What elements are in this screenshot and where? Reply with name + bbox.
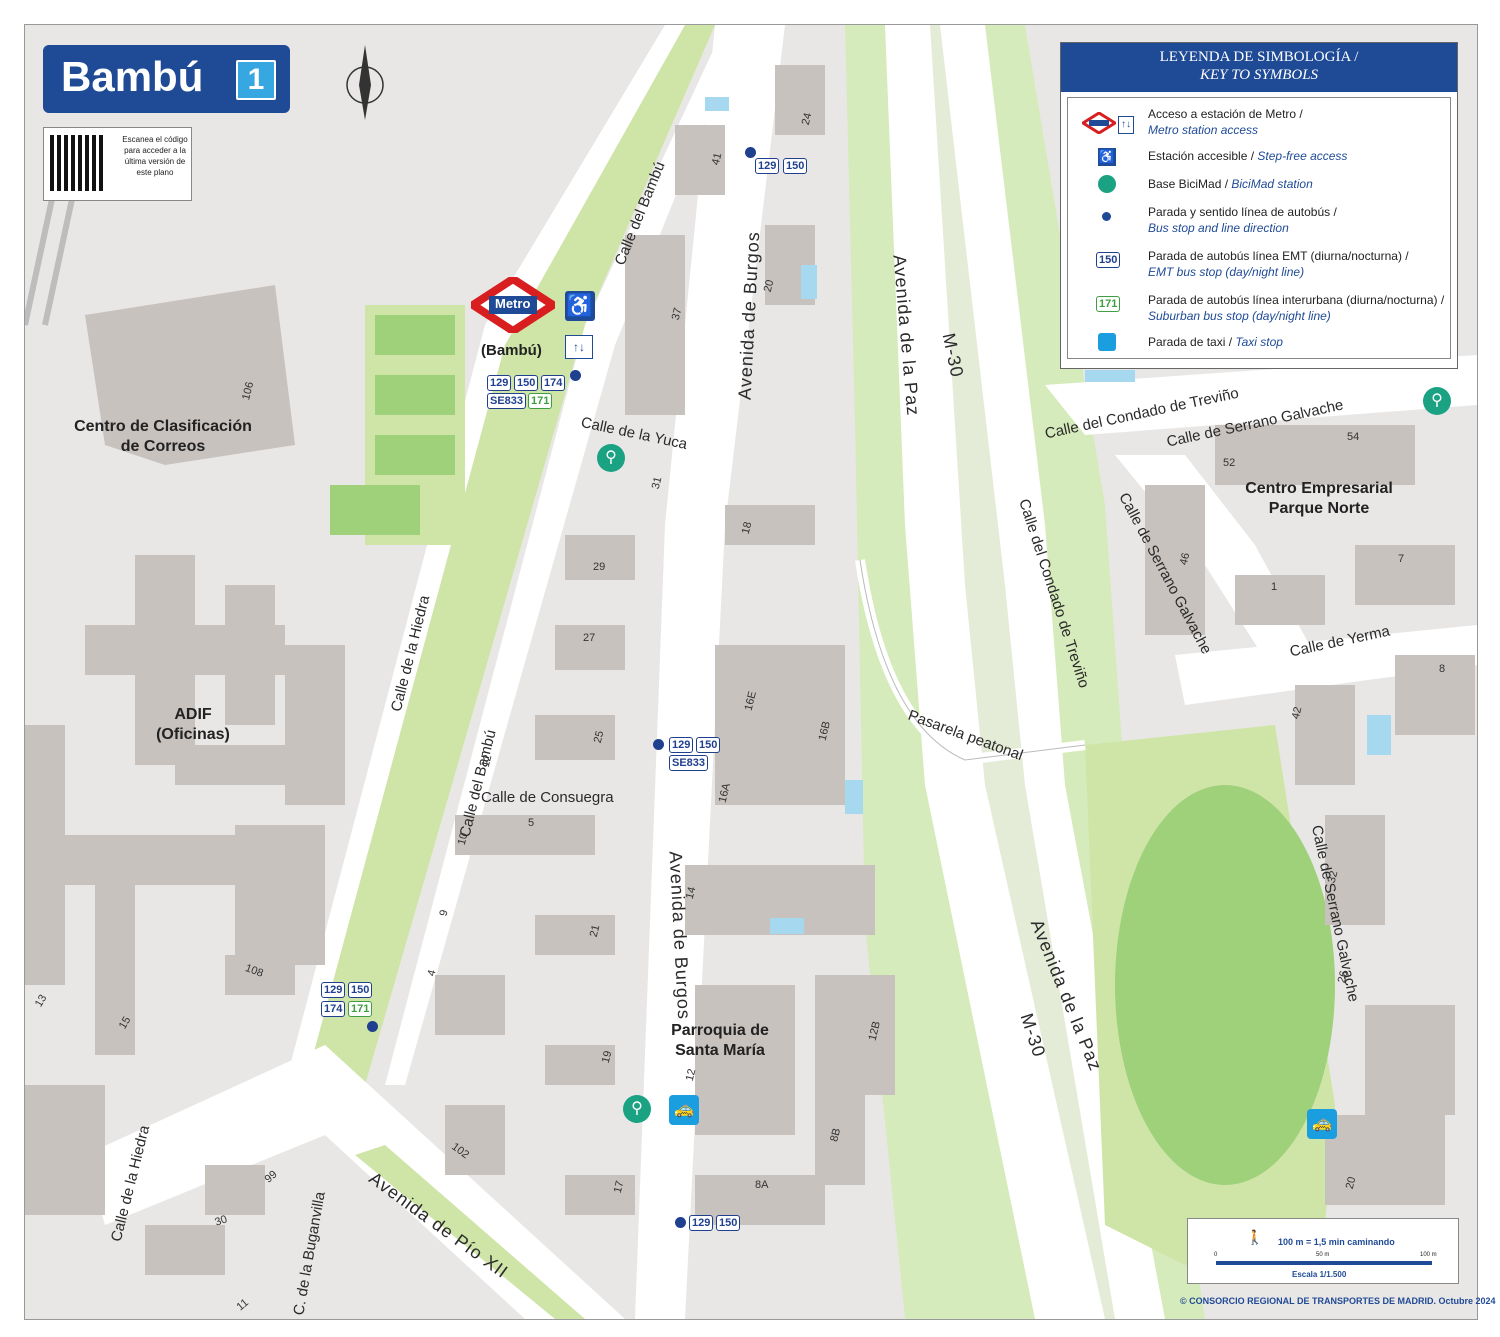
legend-en: Step-free access — [1257, 149, 1348, 163]
bus-stop-c-dot[interactable] — [653, 739, 664, 750]
metro-access-icon — [1082, 112, 1116, 134]
bambu-green-strip — [285, 25, 715, 1085]
legend-header: LEYENDA DE SIMBOLOGÍA / KEY TO SYMBOLS — [1061, 43, 1457, 92]
bldg-num: 5 — [528, 817, 535, 829]
scale-bar — [1216, 1261, 1432, 1265]
scale-box: 🚶 100 m = 1,5 min caminando 0 50 m 100 m… — [1187, 1218, 1459, 1284]
legend-es: Parada de autobús línea interurbana (diu… — [1148, 293, 1445, 307]
bus-stop-direction-icon — [1102, 212, 1111, 221]
map-base — [25, 25, 1477, 1319]
bus-stop-b-174[interactable]: 174 — [541, 375, 566, 391]
legend-es: Acceso a estación de Metro / — [1148, 107, 1303, 121]
legend-en: Bus stop and line direction — [1148, 221, 1289, 235]
bldg-num: 8 — [1439, 663, 1446, 675]
access-arrows-icon: ↑↓ — [1118, 116, 1134, 134]
place-correos: Centro de Clasificación de Correos — [74, 418, 252, 455]
qr-code-box[interactable]: Escanea el código para acceder a la últi… — [43, 127, 192, 201]
correos-building — [85, 285, 295, 465]
bus-stop-d-150[interactable]: 150 — [348, 982, 373, 998]
taxi-icon[interactable]: 🚕 — [669, 1095, 699, 1125]
scale-ratio: Escala 1/1.500 — [1292, 1270, 1347, 1279]
burgos-road — [635, 25, 785, 1319]
bus-stop-c-150[interactable]: 150 — [696, 737, 721, 753]
bus-stop-d-dot[interactable] — [367, 1021, 378, 1032]
legend-en: BiciMad station — [1231, 177, 1313, 191]
bus-stop-b-se833[interactable]: SE833 — [487, 393, 527, 409]
qr-caption: Escanea el código para acceder a la últi… — [122, 135, 188, 177]
taxi-icon[interactable]: 🚕 — [1307, 1109, 1337, 1139]
accessible-icon: ♿ — [565, 291, 595, 321]
bus-stop-b-150[interactable]: 150 — [514, 375, 539, 391]
bldg-num: 27 — [583, 632, 596, 644]
bus-stop-b-171[interactable]: 171 — [528, 393, 553, 409]
accessible-icon: ♿ — [1098, 148, 1116, 166]
walking-person-icon: 🚶 — [1246, 1229, 1264, 1245]
bldg-num: 54 — [1347, 431, 1360, 443]
bus-stop-d-171[interactable]: 171 — [348, 1001, 373, 1017]
legend-title-en: KEY TO SYMBOLS — [1199, 67, 1319, 83]
bus-stop-c-129[interactable]: 129 — [669, 737, 694, 753]
place-parque-norte: Centro Empresarial Parque Norte — [1245, 480, 1393, 517]
line-number-badge: 1 — [236, 60, 276, 100]
legend-en: EMT bus stop (day/night line) — [1148, 265, 1305, 279]
bus-stop-e-129[interactable]: 129 — [689, 1215, 714, 1231]
place-parroquia: Parroquia de Santa María — [671, 1022, 769, 1059]
access-arrows-icon: ↑↓ — [565, 335, 593, 359]
legend-es: Estación accesible / — [1148, 149, 1258, 163]
legend-es: Base BiciMad / — [1148, 177, 1232, 191]
bus-stop-e-150[interactable]: 150 — [716, 1215, 741, 1231]
scale-tick-50: 50 m — [1316, 1252, 1330, 1258]
station-name: Bambú — [61, 53, 204, 100]
legend-en: Taxi stop — [1235, 335, 1283, 349]
taxi-icon — [1098, 333, 1116, 351]
bus-stop-a-dot[interactable] — [745, 147, 756, 158]
scale-tick-100: 100 m — [1420, 1252, 1437, 1258]
bldg-num: 52 — [1223, 457, 1236, 469]
legend-items: ↑↓ Acceso a estación de Metro / Metro sta… — [1067, 97, 1451, 359]
bus-stop-d-129[interactable]: 129 — [321, 982, 346, 998]
copyright: © CONSORCIO REGIONAL DE TRANSPORTES DE M… — [1180, 1296, 1496, 1306]
street-consuegra: Calle de Consuegra — [481, 789, 614, 806]
metro-station-label: (Bambú) — [481, 342, 542, 359]
bldg-num: 1 — [1271, 581, 1278, 593]
station-title-box: Bambú 1 — [43, 45, 290, 113]
bus-stop-a-150[interactable]: 150 — [783, 158, 808, 174]
legend-panel: LEYENDA DE SIMBOLOGÍA / KEY TO SYMBOLS ↑… — [1060, 42, 1458, 369]
legend-es: Parada de taxi / — [1148, 335, 1236, 349]
bus-stop-b-dot[interactable] — [570, 370, 581, 381]
legend-en: Suburban bus stop (day/night line) — [1148, 309, 1331, 323]
suburban-bus-icon: 171 — [1096, 296, 1121, 312]
metro-access-icon[interactable]: Metro — [471, 277, 555, 333]
legend-en: Metro station access — [1148, 123, 1259, 137]
qr-code-icon[interactable] — [50, 135, 106, 191]
bldg-num: 8A — [755, 1179, 769, 1191]
bus-stop-b-129[interactable]: 129 — [487, 375, 512, 391]
legend-es: Parada de autobús línea EMT (diurna/noct… — [1148, 249, 1409, 263]
emt-bus-icon: 150 — [1096, 252, 1121, 268]
metro-logo-text: Metro — [495, 296, 531, 311]
bicimad-icon[interactable]: ⚲ — [623, 1095, 651, 1123]
bus-stop-d-174[interactable]: 174 — [321, 1001, 346, 1017]
bus-stop-a-129[interactable]: 129 — [755, 158, 780, 174]
bldg-num: 7 — [1398, 553, 1405, 565]
scale-walk-text: 100 m = 1,5 min caminando — [1278, 1237, 1395, 1247]
legend-title-es: LEYENDA DE SIMBOLOGÍA / — [1159, 49, 1359, 65]
legend-es: Parada y sentido línea de autobús / — [1148, 205, 1337, 219]
bus-stop-e-dot[interactable] — [675, 1217, 686, 1228]
place-adif: ADIF (Oficinas) — [156, 706, 230, 743]
bicimad-icon — [1098, 175, 1116, 193]
bus-stop-c-se833[interactable]: SE833 — [669, 755, 709, 771]
scale-tick-0: 0 — [1214, 1252, 1218, 1258]
bicimad-icon[interactable]: ⚲ — [1423, 387, 1451, 415]
bldg-num: 29 — [593, 561, 606, 573]
bicimad-icon[interactable]: ⚲ — [597, 444, 625, 472]
